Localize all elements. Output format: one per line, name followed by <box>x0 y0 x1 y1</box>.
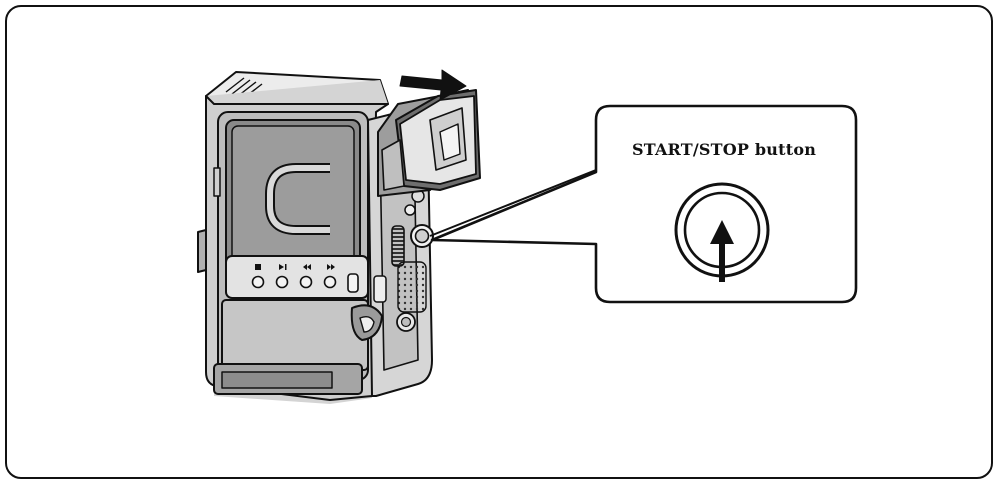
callout-box <box>430 106 856 302</box>
start-stop-button-label: START/STOP button <box>596 140 852 159</box>
